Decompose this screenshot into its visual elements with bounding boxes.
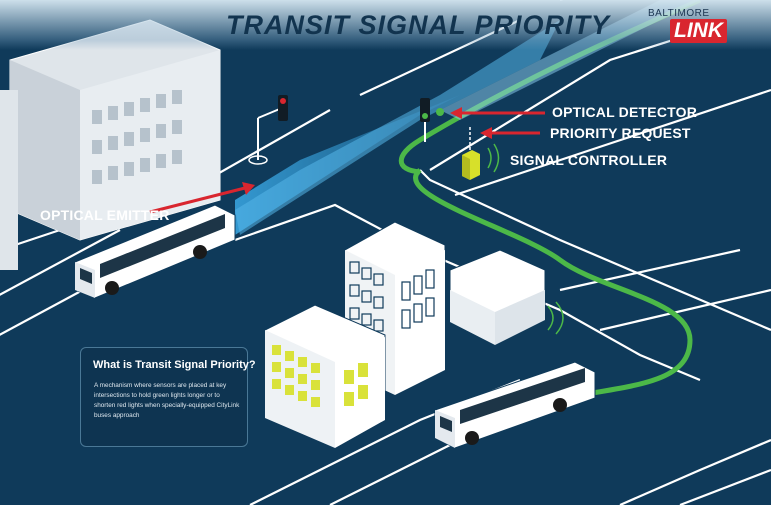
- traffic-light: [248, 95, 288, 165]
- label-signal-controller: SIGNAL CONTROLLER: [510, 152, 668, 168]
- building-right: [449, 249, 564, 346]
- signal-controller: [462, 125, 500, 180]
- logo-small-text: BALTIMORE: [648, 8, 710, 19]
- emitter-beam-core: [235, 20, 560, 235]
- info-box: What is Transit Signal Priority? A mecha…: [80, 347, 256, 447]
- label-priority-request: PRIORITY REQUEST: [550, 125, 691, 141]
- info-body: A mechanism where sensors are placed at …: [94, 382, 240, 419]
- bus-route-line: [413, 168, 693, 398]
- page-title: TRANSIT SIGNAL PRIORITY: [226, 10, 611, 40]
- bus-left: [74, 204, 236, 299]
- detector-pole: [420, 98, 444, 142]
- building-edge: [0, 90, 18, 270]
- bus-right: [434, 361, 596, 449]
- baltimore-link-logo: BALTIMORE LINK: [642, 6, 752, 46]
- label-optical-detector: OPTICAL DETECTOR: [552, 104, 698, 120]
- info-heading: What is Transit Signal Priority?: [93, 359, 256, 371]
- title-banner: [0, 0, 771, 50]
- logo-big-text: LINK: [670, 19, 727, 43]
- callout-arrows: [149, 107, 545, 214]
- label-optical-emitter: OPTICAL EMITTER: [40, 207, 170, 223]
- building-lit: [264, 304, 386, 449]
